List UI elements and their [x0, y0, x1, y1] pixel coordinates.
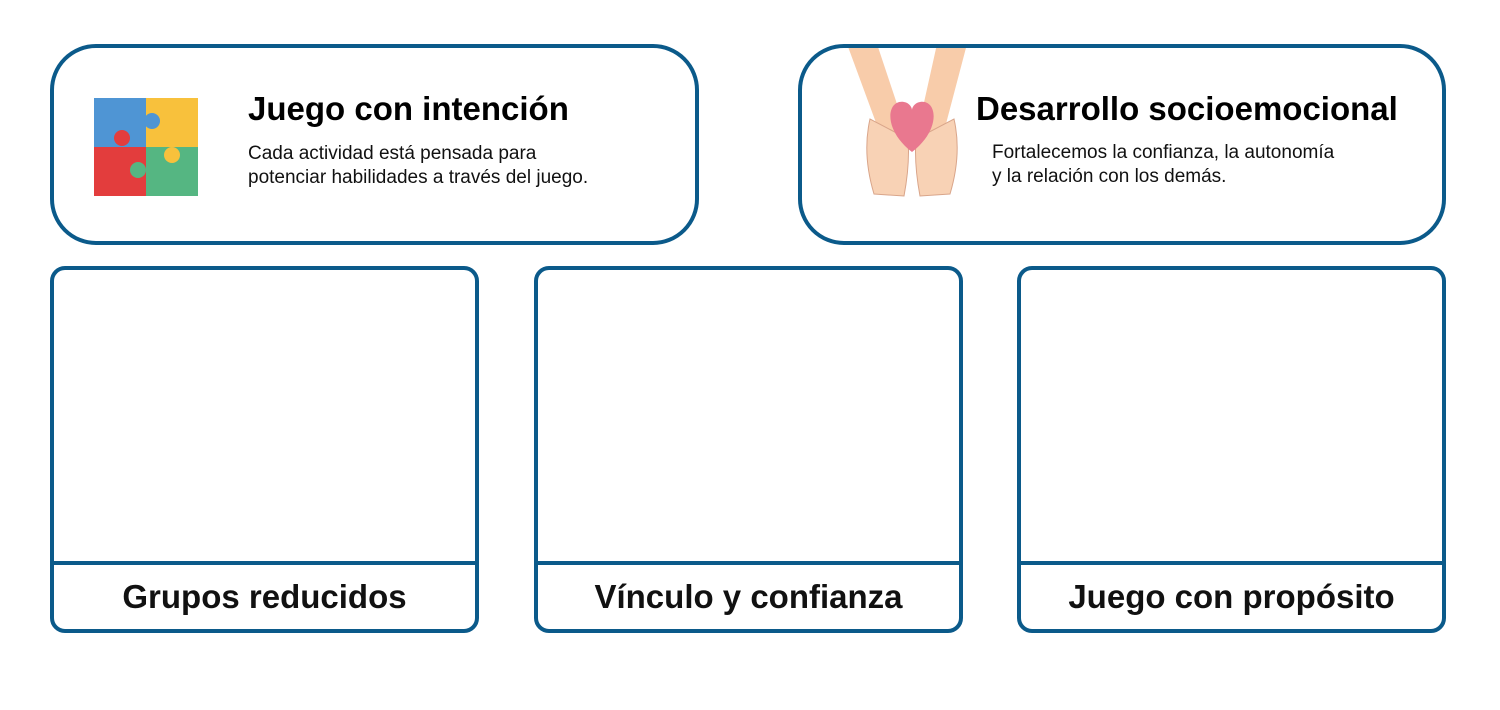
feature-card-juego: Juego con intención Cada actividad está …: [50, 44, 699, 245]
photo-card-vinculo: Vínculo y confianza: [534, 266, 963, 633]
feature-description-line: Cada actividad está pensada para: [248, 143, 537, 164]
feature-title: Desarrollo socioemocional: [976, 90, 1398, 127]
card-image-placeholder: [54, 270, 475, 561]
puzzle-icon: [94, 98, 198, 196]
feature-description-line: y la relación con los demás.: [992, 166, 1227, 187]
hands-heart-icon: [848, 48, 966, 197]
photo-card-juego: Juego con propósito: [1017, 266, 1446, 633]
card-label: Juego con propósito: [1021, 561, 1442, 629]
photo-card-grupos: Grupos reducidos: [50, 266, 479, 633]
feature-description-line: potenciar habilidades a través del juego…: [248, 167, 589, 188]
feature-description-line: Fortalecemos la confianza, la autonomía: [992, 142, 1335, 163]
feature-card-socioemocional: Desarrollo socioemocional Fortalecemos l…: [798, 44, 1446, 245]
card-image-placeholder: [538, 270, 959, 561]
card-image-placeholder: [1021, 270, 1442, 561]
card-label: Grupos reducidos: [54, 561, 475, 629]
feature-title: Juego con intención: [248, 90, 569, 127]
card-label: Vínculo y confianza: [538, 561, 959, 629]
